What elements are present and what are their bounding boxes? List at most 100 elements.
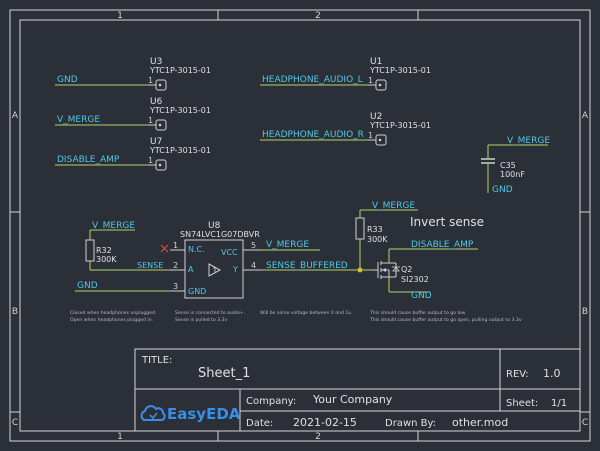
net-label-disable-amp: DISABLE_AMP bbox=[57, 155, 120, 165]
buffer-u8[interactable]: U8 SN74LVC1G07DBVR 1 2 3 N.C. A GND 5 4 … bbox=[160, 221, 262, 299]
capacitor-c35[interactable]: V_MERGE C35 100nF GND bbox=[481, 136, 550, 195]
connector-body bbox=[155, 79, 167, 91]
connector-u7[interactable]: DISABLE_AMP U7 YTC1P-3015-01 1 bbox=[55, 137, 211, 171]
pin-number: 1 bbox=[148, 156, 153, 165]
pin-name: VCC bbox=[221, 248, 238, 257]
connector-body bbox=[375, 79, 387, 91]
net-label-gnd: GND bbox=[411, 291, 432, 301]
frame-row-c-right: C bbox=[582, 418, 588, 428]
net-label-sense: SENSE bbox=[137, 261, 163, 270]
component-ref: C35 bbox=[500, 161, 516, 170]
ic-body bbox=[184, 239, 244, 299]
note-text: Sense is pulled to 3.3v bbox=[175, 317, 227, 323]
connector-u2[interactable]: HEADPHONE_AUDIO_R U2 YTC1P-3015-01 1 bbox=[260, 112, 431, 146]
date-value: 2021-02-15 bbox=[293, 416, 357, 429]
net-label-v-merge: V_MERGE bbox=[57, 115, 100, 125]
rev-value: 1.0 bbox=[543, 367, 561, 380]
component-value: 300K bbox=[367, 235, 388, 244]
title-block bbox=[134, 348, 581, 432]
connector-value: YTC1P-3015-01 bbox=[149, 146, 211, 155]
net-label-gnd: GND bbox=[57, 75, 78, 85]
pin-number: 1 bbox=[368, 76, 373, 85]
net-label-v-merge: V_MERGE bbox=[92, 221, 135, 231]
connector-value: YTC1P-3015-01 bbox=[369, 121, 431, 130]
component-value: SN74LVC1G07DBVR bbox=[180, 230, 260, 239]
connector-u6[interactable]: V_MERGE U6 YTC1P-3015-01 1 bbox=[55, 97, 211, 131]
cloud-icon bbox=[140, 405, 166, 421]
component-ref: R33 bbox=[367, 225, 383, 234]
component-ref: Q2 bbox=[401, 265, 412, 274]
pin-number: 1 bbox=[173, 241, 178, 250]
pin-number: 5 bbox=[251, 241, 256, 250]
pin-name: N.C. bbox=[188, 245, 205, 254]
connector-value: YTC1P-3015-01 bbox=[149, 106, 211, 115]
no-connect-icon bbox=[160, 244, 169, 253]
component-ref: R32 bbox=[96, 246, 112, 255]
frame-col-2-bottom: 2 bbox=[315, 432, 321, 442]
sheet-label: Sheet: bbox=[506, 398, 538, 409]
note-text: Sense is connected to audio+. bbox=[175, 310, 245, 316]
connector-u3[interactable]: GND U3 YTC1P-3015-01 1 bbox=[55, 57, 211, 91]
drawn-by-value: other.mod bbox=[452, 416, 508, 429]
pin-name: A bbox=[188, 265, 194, 274]
easyeda-logo: EasyEDA bbox=[140, 405, 241, 423]
sheet-value: 1/1 bbox=[551, 398, 567, 409]
net-label-gnd: GND bbox=[77, 281, 98, 291]
pin-number: 1 bbox=[148, 116, 153, 125]
buffer-symbol bbox=[208, 263, 222, 277]
net-label-headphone-audio-l: HEADPHONE_AUDIO_L bbox=[262, 75, 363, 85]
logo-text: EasyEDA bbox=[167, 405, 241, 423]
resistor-r33[interactable]: V_MERGE R33 300K bbox=[355, 201, 418, 270]
net-label-v-merge: V_MERGE bbox=[372, 201, 415, 211]
invert-sense-label: Invert sense bbox=[410, 215, 484, 229]
connector-value: YTC1P-3015-01 bbox=[369, 66, 431, 75]
frame-col-2-top: 2 bbox=[315, 11, 321, 21]
pin-number: 4 bbox=[251, 261, 256, 270]
frame-row-a-left: A bbox=[12, 111, 19, 121]
frame-row-b-right: B bbox=[582, 307, 588, 317]
net-label-v-merge: V_MERGE bbox=[507, 136, 550, 146]
note-text: Open when headphones plugged in. bbox=[70, 317, 153, 323]
pin-number: 1 bbox=[368, 131, 373, 140]
net-label-headphone-audio-r: HEADPHONE_AUDIO_R bbox=[262, 130, 364, 140]
connector-u1[interactable]: HEADPHONE_AUDIO_L U1 YTC1P-3015-01 1 bbox=[260, 57, 431, 91]
component-value: 100nF bbox=[500, 170, 525, 179]
note-text: This should cause buffer output to go op… bbox=[369, 317, 522, 323]
note-text: Closed when headphones unplugged. bbox=[70, 310, 156, 316]
sheet-title: Sheet_1 bbox=[198, 366, 250, 381]
pin-number: 2 bbox=[173, 261, 178, 270]
resistor-r32[interactable]: V_MERGE R32 300K bbox=[85, 221, 135, 270]
net-label-disable-amp: DISABLE_AMP bbox=[411, 240, 474, 250]
company-value: Your Company bbox=[312, 393, 393, 406]
frame-row-c-left: C bbox=[12, 418, 18, 428]
resistor-body bbox=[85, 239, 95, 262]
component-ref: U8 bbox=[208, 221, 221, 231]
resistor-body bbox=[355, 217, 365, 240]
net-label-v-merge: V_MERGE bbox=[266, 240, 309, 250]
net-label-gnd: GND bbox=[492, 185, 513, 195]
note-text: This should cause buffer output to go lo… bbox=[369, 310, 466, 316]
pin-number: 3 bbox=[173, 282, 178, 291]
junction-dot bbox=[357, 267, 363, 273]
component-value: 300K bbox=[96, 255, 117, 264]
connector-value: YTC1P-3015-01 bbox=[149, 66, 211, 75]
mosfet-q2[interactable]: Q2 SI2302 bbox=[371, 249, 429, 292]
frame-row-b-left: B bbox=[12, 307, 18, 317]
rev-label: REV: bbox=[506, 369, 529, 380]
pin-name: GND bbox=[188, 287, 206, 296]
frame-row-a-right: A bbox=[582, 111, 589, 121]
pin-name: Y bbox=[232, 265, 238, 274]
connector-ref: U1 bbox=[370, 57, 382, 67]
connector-ref: U2 bbox=[370, 112, 382, 122]
drawn-by-label: Drawn By: bbox=[385, 418, 436, 429]
frame-col-1-bottom: 1 bbox=[117, 432, 123, 442]
date-label: Date: bbox=[246, 418, 273, 429]
connector-ref: U6 bbox=[150, 97, 163, 107]
connector-body bbox=[375, 134, 387, 146]
component-value: SI2302 bbox=[401, 275, 429, 284]
connector-body bbox=[155, 119, 167, 131]
connector-ref: U3 bbox=[150, 57, 162, 67]
connector-body bbox=[155, 159, 167, 171]
pin-number: 1 bbox=[148, 76, 153, 85]
